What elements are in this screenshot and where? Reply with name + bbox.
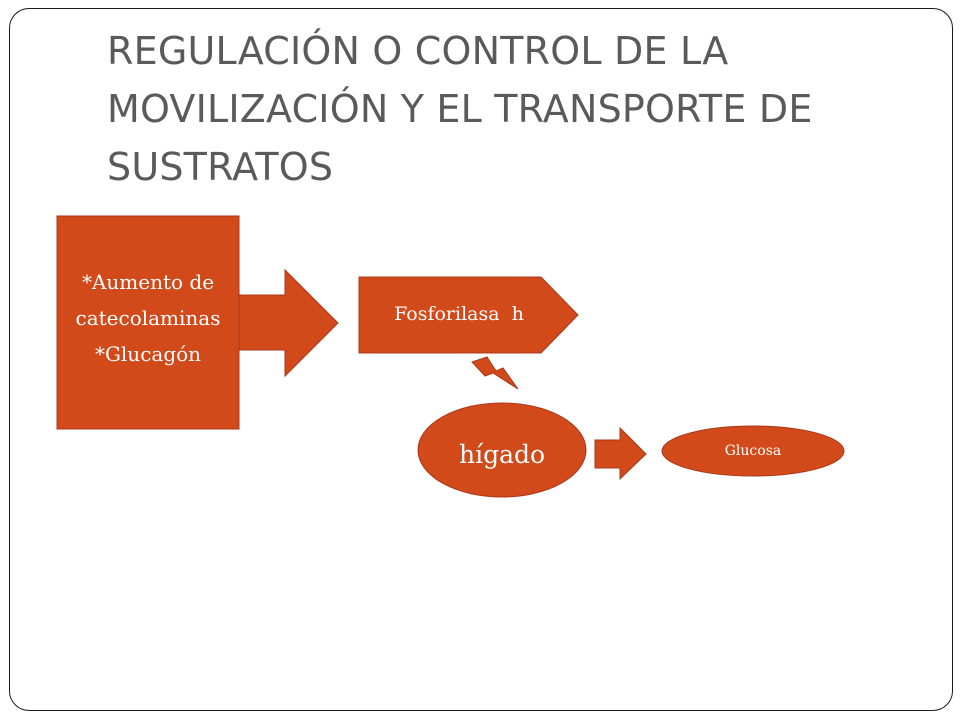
small-arrow-icon	[594, 426, 647, 481]
hormones-text: *Aumento de catecolaminas *Glucagón	[57, 264, 239, 372]
arrow-icon	[238, 268, 339, 378]
enzyme-pentagon	[358, 276, 579, 354]
hormones-line-2: catecolaminas	[75, 306, 221, 330]
hormones-line-1: *Aumento de	[81, 270, 215, 294]
enzyme-label: Fosforilasa h	[394, 303, 524, 325]
slide-title: REGULACIÓN O CONTROL DE LA MOVILIZACIÓN …	[107, 22, 907, 196]
glucose-ellipse	[661, 425, 845, 477]
title-line-2: MOVILIZACIÓN Y EL TRANSPORTE DE	[107, 87, 813, 131]
hormones-box	[56, 215, 240, 430]
title-line-1: REGULACIÓN O CONTROL DE LA	[107, 29, 729, 73]
organ-label: hígado	[458, 440, 546, 469]
title-line-3: SUSTRATOS	[107, 145, 334, 189]
lightning-bolt-icon	[471, 356, 519, 390]
liver-ellipse	[417, 402, 587, 498]
hormones-line-3: *Glucagón	[94, 342, 202, 366]
product-label: Glucosa	[724, 443, 782, 459]
